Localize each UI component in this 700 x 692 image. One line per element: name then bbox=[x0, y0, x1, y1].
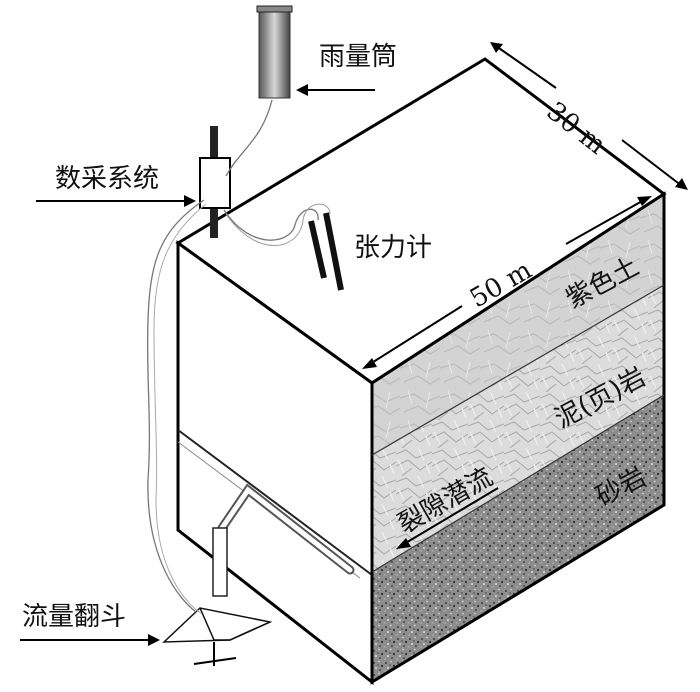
left-face-boundary bbox=[177, 429, 373, 576]
layer-mudstone bbox=[372, 285, 664, 572]
width-dimension-arrow bbox=[490, 42, 688, 190]
cable-rain-gauge bbox=[225, 99, 273, 177]
data-system-arrow bbox=[36, 195, 196, 207]
subsurface-flow-arrow bbox=[396, 487, 499, 549]
tipping-bucket-divider bbox=[199, 607, 271, 641]
flow-pipe-inner bbox=[219, 486, 353, 573]
tensiometer-1 bbox=[308, 220, 327, 279]
cable-tensiometer-2 bbox=[225, 203, 331, 246]
data-system-label: 数采系统 bbox=[55, 164, 160, 194]
layer-boundary-1 bbox=[371, 284, 665, 456]
rain-gauge bbox=[258, 7, 291, 99]
layer-sandstone bbox=[372, 395, 664, 682]
length-dimension-arrow bbox=[362, 196, 652, 369]
tipping-bucket-arrow bbox=[20, 634, 160, 646]
flow-tipping-bucket-label: 流量翻斗 bbox=[22, 602, 127, 632]
tipping-bucket bbox=[162, 607, 273, 643]
rain-gauge-rim bbox=[256, 5, 293, 13]
cable-tipping-bucket bbox=[146, 199, 205, 613]
block-right-face bbox=[370, 191, 666, 685]
tensiometer-2 bbox=[323, 212, 344, 291]
data-logger-box bbox=[199, 157, 231, 209]
tipping-bucket-base bbox=[193, 657, 237, 665]
rain-gauge-label: 雨量筒 bbox=[319, 42, 398, 72]
rain-gauge-arrow bbox=[296, 84, 375, 96]
flow-down-pipe bbox=[212, 527, 228, 597]
tensiometer-label: 张力计 bbox=[354, 233, 433, 263]
layer-purple-soil bbox=[372, 194, 664, 455]
cable-tipping-bucket-2 bbox=[153, 203, 207, 615]
cable-tensiometer bbox=[223, 208, 319, 241]
layer-boundary-2 bbox=[371, 394, 665, 573]
